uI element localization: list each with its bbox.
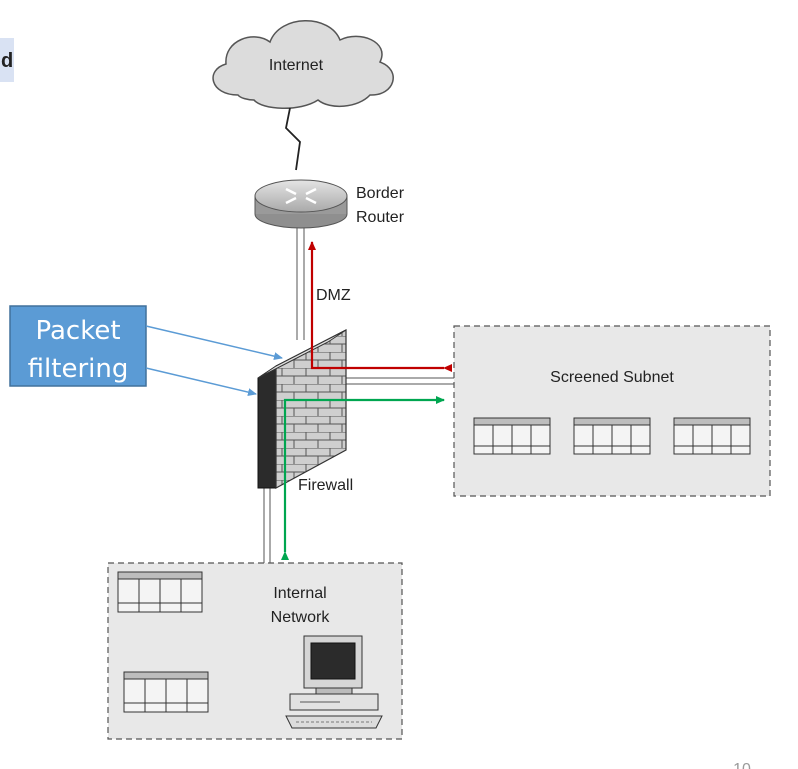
- router-label-line2: Router: [356, 209, 405, 226]
- dmz-label: DMZ: [316, 287, 351, 304]
- packet-filtering-callout: Packet filtering: [9, 305, 147, 387]
- green-traffic-arrow: [281, 396, 445, 560]
- wan-link-icon: [285, 107, 301, 171]
- server-icon: [117, 571, 203, 613]
- server-icon: [573, 417, 651, 455]
- firewall-icon: [257, 329, 347, 490]
- svg-text:Packet: Packet: [35, 316, 120, 346]
- internal-network-label-line1: Internal: [273, 585, 326, 602]
- firewall-label: Firewall: [298, 477, 353, 494]
- page-number: 10: [733, 761, 751, 769]
- internet-cloud-icon: [212, 20, 394, 109]
- server-icon: [673, 417, 751, 455]
- internal-network-cable: [263, 488, 271, 563]
- svg-text:filtering: filtering: [28, 354, 129, 384]
- screened-subnet-label: Screened Subnet: [550, 369, 674, 386]
- svg-text:d: d: [1, 50, 13, 72]
- red-traffic-arrow: [308, 241, 452, 372]
- server-icon: [123, 671, 209, 713]
- internet-label: Internet: [269, 57, 324, 74]
- slide-title-fragment: d: [0, 38, 14, 82]
- internal-network-label-line2: Network: [271, 609, 331, 626]
- callout-pointer-arrows: [145, 325, 283, 397]
- server-icon: [473, 417, 551, 455]
- dmz-cable: [296, 228, 305, 340]
- workstation-icon: [285, 635, 383, 729]
- screened-subnet-zone: [453, 325, 771, 497]
- router-label-line1: Border: [356, 185, 405, 202]
- router-icon: [254, 179, 348, 229]
- screened-subnet-cable: [346, 377, 454, 385]
